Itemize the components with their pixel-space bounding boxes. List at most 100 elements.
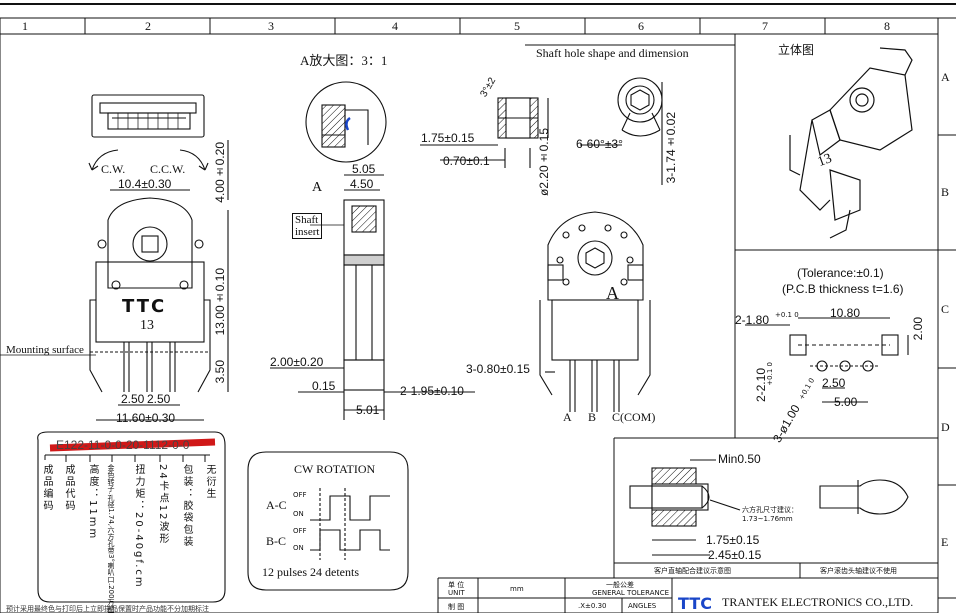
tb-prepared: 制 图: [448, 603, 465, 611]
section-caption-left: 客户直轴配合建议示意图: [654, 567, 731, 575]
dim-5-01: 5.01: [356, 403, 380, 417]
bc-off: OFF: [293, 527, 307, 535]
section-view: [629, 459, 909, 556]
code-header: E122-11-0-0-20-1112-0-0: [56, 438, 190, 452]
col-label-6: 6: [638, 19, 644, 33]
rotation-bc: B-C: [266, 534, 287, 548]
shaft-hole-view: [420, 77, 663, 412]
pcb-d-180-tol: +0.1 0: [775, 311, 799, 319]
col-label-4: 4: [392, 19, 398, 33]
pcb-brand-text: TTC: [122, 296, 166, 317]
code-col-4: 金色转子.孔径1.74,六方孔带3°喇叭口.200万圈: [107, 464, 115, 613]
company-logo: TTC: [678, 594, 712, 613]
section-2-45: 2.45±0.15: [708, 548, 762, 562]
zoom-title: A放大图：3：1: [300, 53, 388, 68]
code-col-8: 无衍生: [204, 464, 215, 500]
row-label-A: A: [941, 70, 950, 84]
section-caption-right: 客户滚齿头轴建议不使用: [820, 567, 897, 575]
dim-10-4: 10.4±0.30: [118, 177, 172, 191]
dim-13-00: 13.00±0.10: [213, 268, 227, 336]
tb-unit: UNIT: [448, 589, 465, 597]
mounting-surface-label: Mounting surface: [6, 344, 84, 356]
section-hex-note: 六方孔尺寸建议：1.73~1.76mm: [742, 506, 798, 523]
rotation-title: CW ROTATION: [294, 462, 376, 476]
dim-6-60: 6-60°±3°: [576, 137, 623, 151]
dim-4-50: 4.50: [350, 177, 374, 191]
view-a-big-label: A: [606, 283, 619, 303]
tb-mm: mm: [510, 585, 524, 593]
front-view: [0, 94, 229, 421]
dim-3-080: 3-0.80±0.15: [466, 362, 530, 376]
side-view: [270, 81, 475, 420]
pcb-layout: [745, 317, 909, 403]
dim-2-50b: 2.50: [147, 392, 171, 406]
footnote: 预计采用最终色与打印后上立即描品保置时产品功能不分加期标注: [6, 605, 209, 613]
row-label-B: B: [941, 185, 950, 199]
dim-1-74: 3-1.74±0.02: [664, 112, 678, 184]
shaft-insert-line1: Shaft: [295, 214, 319, 226]
code-col-7: 包装：胶袋包装: [181, 464, 192, 548]
pin-a-label: A: [563, 410, 572, 424]
iso-title: 立体图: [778, 43, 815, 57]
pcb-code: 13: [140, 318, 154, 333]
code-col-5: 扭力矩：20-40gf.cm: [133, 464, 144, 589]
rotation-ac: A-C: [266, 498, 287, 512]
dim-2-20: ø2.20±0.15: [537, 128, 551, 197]
iso-view: [789, 47, 913, 239]
rotation-detents: 12 pulses 24 detents: [262, 565, 359, 579]
code-col-6: 24卡点12波形: [157, 464, 168, 546]
dim-0-70: 0.70±0.1: [443, 154, 490, 168]
shaft-insert-label: Shaft insert: [292, 213, 323, 239]
tb-general-cn: 一般公差: [606, 581, 634, 589]
shaft-insert-line2: insert: [295, 226, 320, 238]
code-col-2: 成品代码: [63, 464, 74, 512]
pcb-d-2-00: 2.00: [911, 317, 925, 341]
dim-2-50a: 2.50: [121, 392, 145, 406]
code-brackets: [44, 454, 210, 462]
rotation-panel: [247, 451, 409, 591]
tb-x-tol: .X±0.30: [578, 602, 607, 610]
ac-on: ON: [293, 510, 304, 518]
dim-5-05: 5.05: [352, 162, 376, 176]
section-min: Min0.50: [718, 452, 761, 466]
dim-0-15: 0.15: [312, 379, 336, 393]
dim-2-195: 2-1.95±0.10: [400, 384, 464, 398]
row-label-D: D: [941, 420, 950, 434]
col-label-1: 1: [22, 19, 28, 33]
col-label-5: 5: [514, 19, 520, 33]
dim-4-00: 4.00±0.20: [213, 142, 227, 203]
detail-a-label: A: [312, 180, 323, 195]
tb-angles: ANGLES: [628, 602, 657, 610]
col-label-8: 8: [884, 19, 890, 33]
row-label-E: E: [941, 535, 949, 549]
bc-on: ON: [293, 544, 304, 552]
pcb-d-2-50: 2.50: [822, 376, 846, 390]
col-label-7: 7: [762, 19, 768, 33]
shaft-title: Shaft hole shape and dimension: [536, 46, 689, 60]
tb-company: TRANTEK ELECTRONICS CO.,LTD.: [722, 595, 914, 609]
pcb-thickness: (P.C.B thickness t=1.6): [782, 282, 904, 296]
pcb-d-5-00: 5.00: [834, 395, 858, 409]
pcb-d-10-80: 10.80: [830, 306, 861, 320]
code-col-1: 成品编码: [41, 464, 52, 512]
ccw-label: C.C.W.: [150, 162, 186, 176]
dim-11-60: 11.60±0.30: [116, 411, 176, 425]
dim-1-75s: 1.75±0.15: [421, 131, 475, 145]
row-label-C: C: [941, 302, 950, 316]
pin-b-label: B: [588, 410, 597, 424]
tb-unit-cn: 单 位: [448, 581, 465, 589]
cw-label: C.W.: [101, 162, 126, 176]
ac-off: OFF: [293, 491, 307, 499]
section-1-75: 1.75±0.15: [706, 533, 760, 547]
pcb-d-180: 2-1.80: [735, 313, 770, 327]
pin-c-label: C(COM): [612, 410, 656, 424]
pcb-d-2-10-tol: +0.1 0: [766, 362, 774, 386]
dim-3-50: 3.50: [213, 360, 227, 384]
pcb-tolerance: (Tolerance:±0.1): [797, 266, 884, 280]
col-label-2: 2: [145, 19, 151, 33]
code-col-3: 高度：11mm: [87, 464, 98, 541]
col-label-3: 3: [268, 19, 274, 33]
code-panel-frame: [37, 431, 226, 603]
dim-2-00: 2.00±0.20: [270, 355, 324, 369]
